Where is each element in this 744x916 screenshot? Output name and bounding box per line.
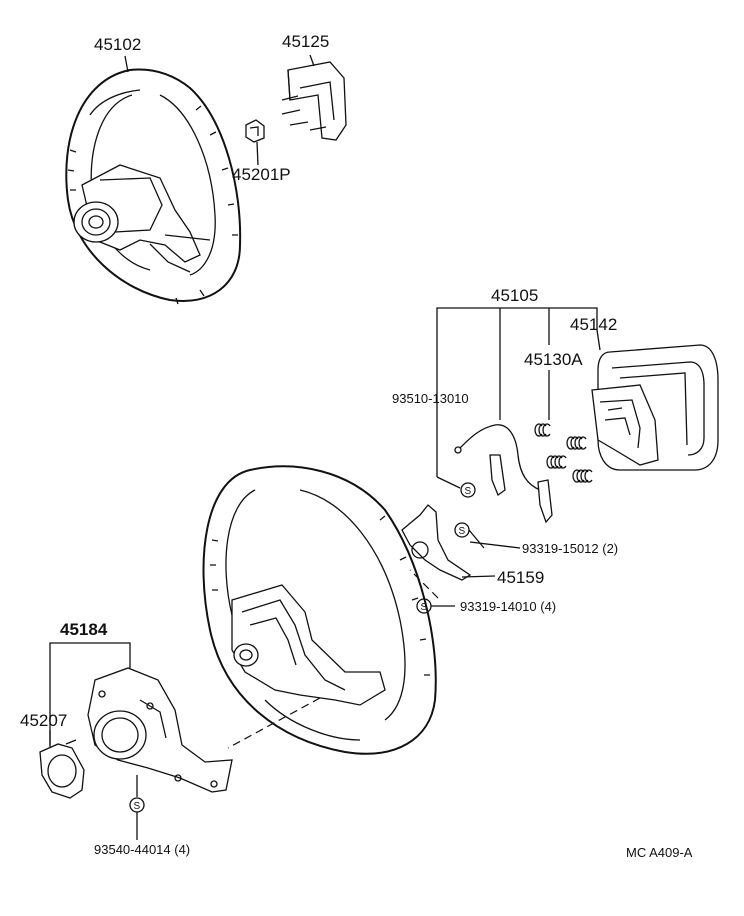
label-45207: 45207 <box>20 711 68 730</box>
svg-text:S: S <box>134 801 141 812</box>
svg-text:S: S <box>459 526 466 537</box>
label-45142: 45142 <box>570 315 618 334</box>
bracket-45184 <box>49 642 131 745</box>
label-93319-15012: 93319-15012 (2) <box>522 541 619 556</box>
pad-45125 <box>281 54 347 141</box>
steering-wheel-lower <box>202 465 437 755</box>
steering-wheel-upper <box>65 55 242 305</box>
figure-code: MC A409-A <box>626 845 693 860</box>
label-93540-44014: 93540-44014 (4) <box>94 842 191 857</box>
assembly-dashed-line <box>227 697 321 749</box>
label-45105: 45105 <box>491 286 539 305</box>
svg-text:S: S <box>421 602 428 613</box>
label-45102: 45102 <box>94 35 142 54</box>
label-93319-14010: 93319-14010 (4) <box>460 599 557 614</box>
label-45184: 45184 <box>60 620 108 639</box>
label-93510-13010: 93510-13010 <box>392 391 469 406</box>
plate-45159 <box>401 504 521 607</box>
springs-45130a <box>534 423 593 483</box>
cover-45184 <box>87 667 233 797</box>
leader-93319-15012 <box>468 529 485 549</box>
label-45130a: 45130A <box>524 350 583 369</box>
s-marker-4: S <box>129 797 145 813</box>
svg-text:S: S <box>465 486 472 497</box>
horn-pad-45142 <box>591 329 719 471</box>
s-marker-2: S <box>454 522 470 538</box>
s-marker-1: S <box>460 482 476 498</box>
bracket-45105 <box>436 307 598 489</box>
wire-93510 <box>454 424 553 524</box>
ring-45207 <box>39 739 85 799</box>
label-45125: 45125 <box>282 32 330 51</box>
label-45201p: 45201P <box>232 165 291 184</box>
label-45159: 45159 <box>497 568 545 587</box>
nut-45201p <box>245 119 265 166</box>
plate-dashed-line <box>409 569 439 599</box>
